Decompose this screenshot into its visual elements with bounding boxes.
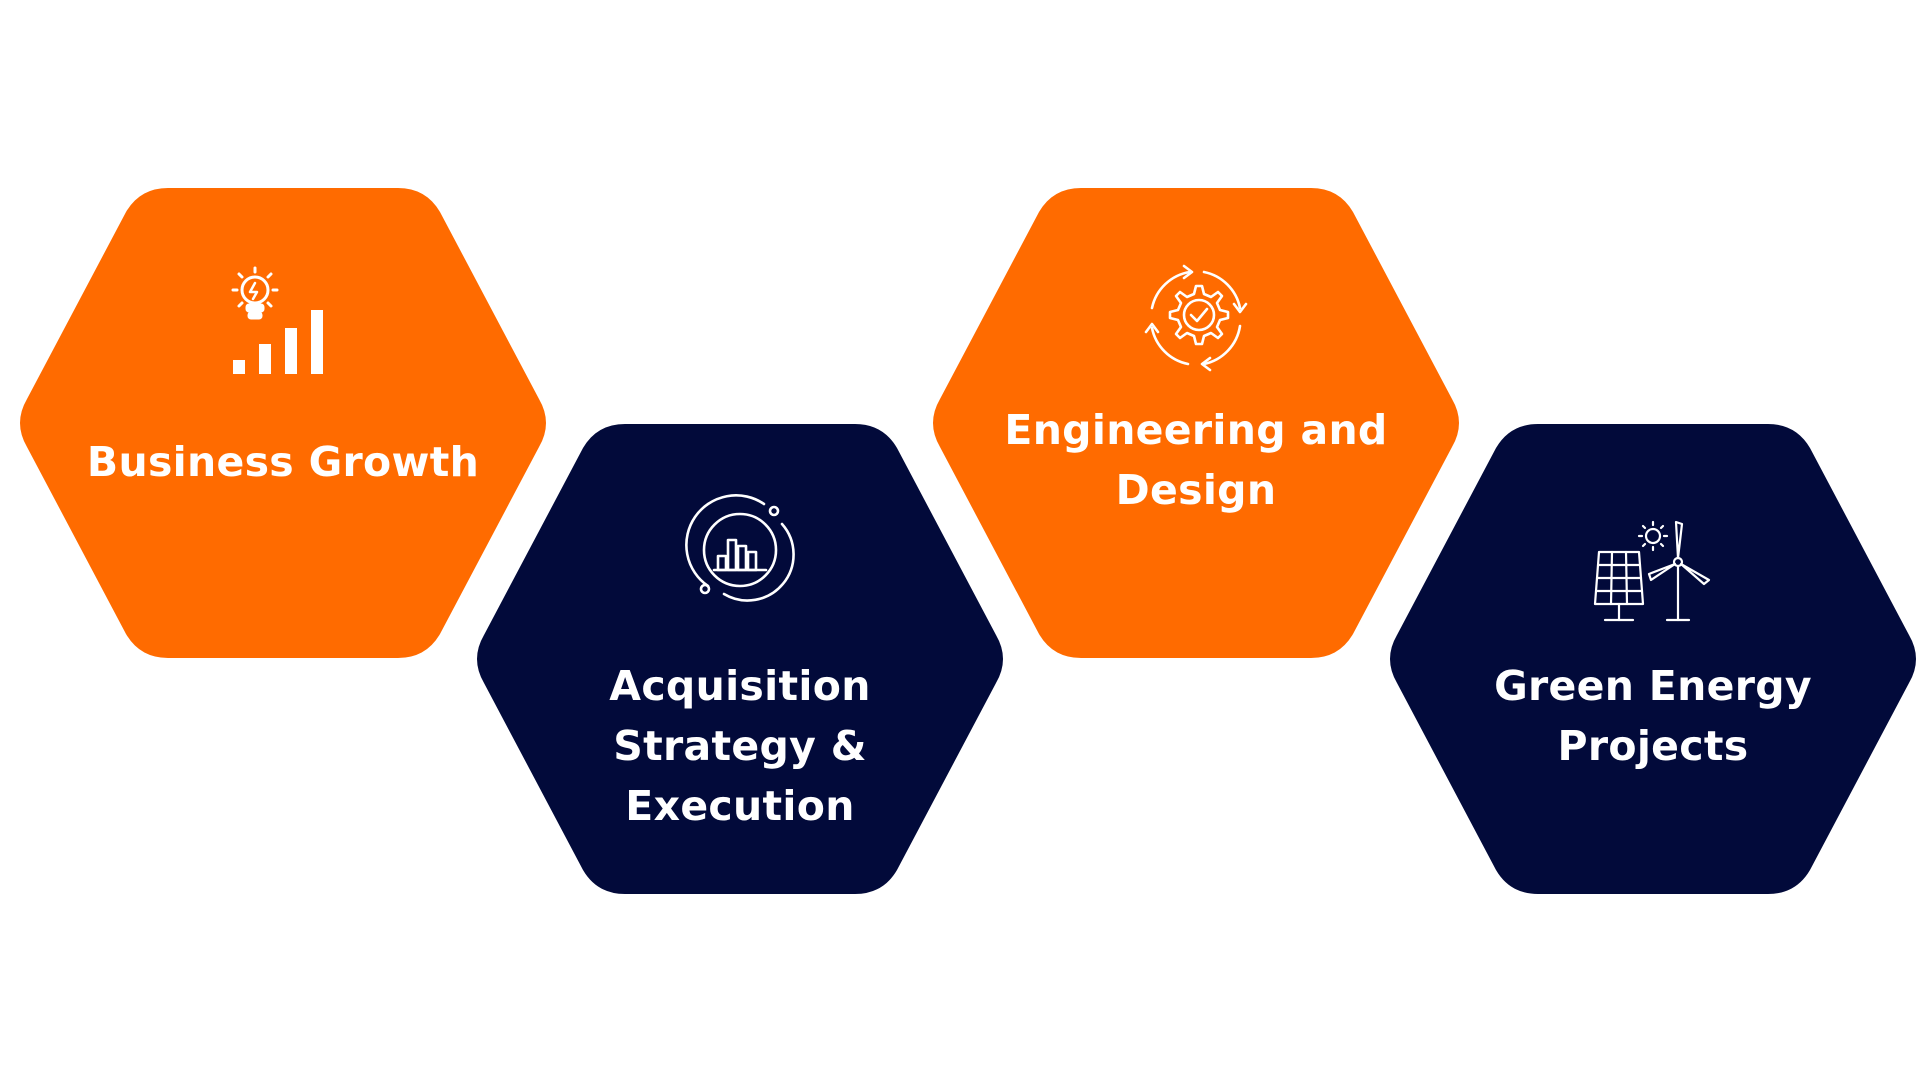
hexagon-label: Green Energy Projects xyxy=(1494,662,1812,770)
gear-check-cycle-icon xyxy=(1144,264,1248,372)
hexagon-acquisition-strategy: Acquisition Strategy & Execution xyxy=(470,424,1010,894)
hexagon-business-growth: Business Growth xyxy=(13,188,553,658)
solar-panel-wind-turbine-icon xyxy=(1593,520,1711,622)
hexagon-engineering-design: Engineering and Design xyxy=(926,188,1466,658)
hexagon-green-energy: Green Energy Projects xyxy=(1383,424,1920,894)
hexagon-shape xyxy=(1390,424,1916,894)
hexagon-shape xyxy=(933,188,1459,658)
lightbulb-growth-bars-icon xyxy=(231,266,323,374)
hexagon-label: Engineering and Design xyxy=(1004,406,1388,514)
hexagon-shape xyxy=(20,188,546,658)
hexagon-label: Acquisition Strategy & Execution xyxy=(609,662,871,830)
bar-chart-cycle-icon xyxy=(685,494,795,602)
hexagon-shape xyxy=(477,424,1003,894)
hexagon-label: Business Growth xyxy=(86,438,480,486)
